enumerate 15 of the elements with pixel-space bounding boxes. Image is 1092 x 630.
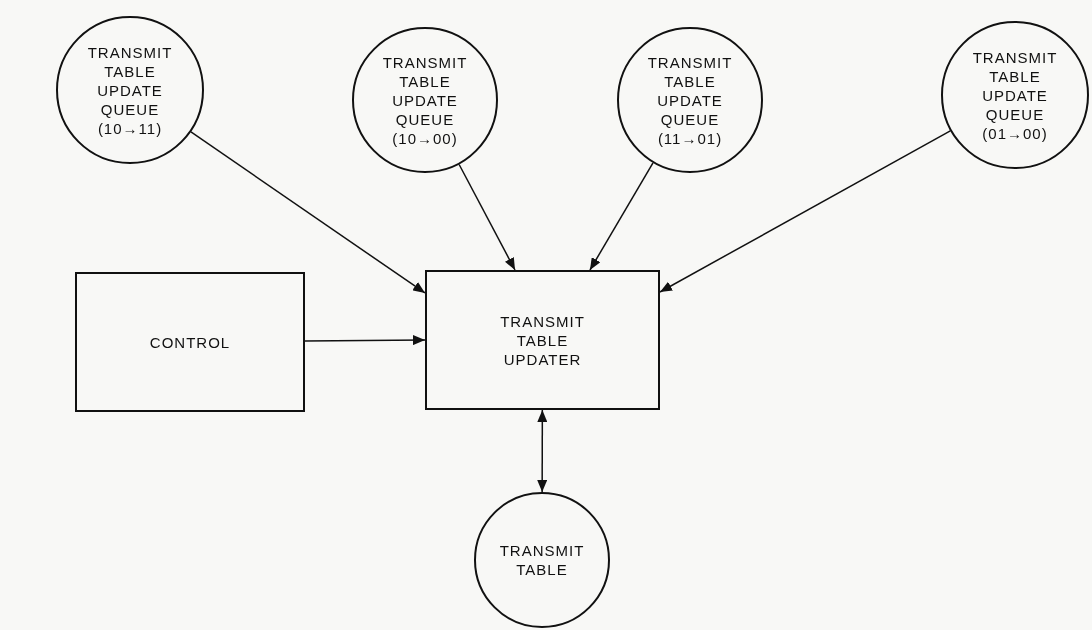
node-label: TRANSMIT TABLE UPDATER xyxy=(499,311,586,369)
node-label: TRANSMIT TABLE UPDATE QUEUE (10→00) xyxy=(381,52,469,148)
node-label: CONTROL xyxy=(148,332,232,352)
arrow xyxy=(458,163,516,271)
process-box xyxy=(75,272,305,412)
arrow xyxy=(589,162,654,271)
node-label: TRANSMIT TABLE UPDATE QUEUE (11→01) xyxy=(646,52,734,148)
process-box xyxy=(425,270,660,410)
arrow xyxy=(190,131,426,294)
node-label: TRANSMIT TABLE UPDATE QUEUE (10→11) xyxy=(86,42,174,138)
arrow xyxy=(304,335,426,346)
node-label: TRANSMIT TABLE xyxy=(498,541,586,579)
arrow xyxy=(537,409,548,493)
node-label: TRANSMIT TABLE UPDATE QUEUE (01→00) xyxy=(971,47,1059,143)
arrow xyxy=(659,130,952,293)
